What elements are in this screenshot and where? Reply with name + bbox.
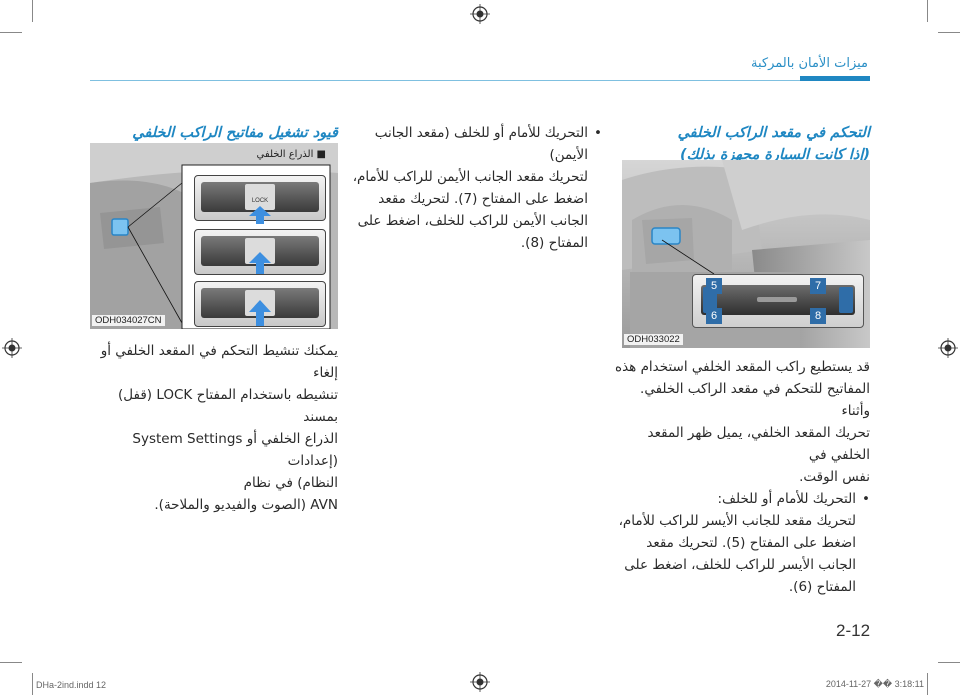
text-line: قد يستطيع راكب المقعد الخلفي استخدام هذه [615,359,870,375]
crop-mark [0,32,22,33]
text-line: اضغط على المفتاح (5). لتحريك مقعد [646,535,856,551]
arrow-up-icon [249,300,271,326]
text-line: المفتاح (6). [788,579,856,595]
registration-mark-icon [938,338,958,358]
rear-seat-intro: قد يستطيع راكب المقعد الخلفي استخدام هذه… [608,356,870,598]
heading-rear-seat-control-note: (إذا كانت السيارة مجهزة بذلك) [679,147,870,163]
armrest-lock-figure: ■ الذراع الخلفي LOCK ODH034027CN [90,143,338,329]
text-line: النظام) في نظام [243,475,338,491]
callout-8: 8 [810,308,826,324]
lock-panel-1: LOCK [194,175,326,224]
text-line: تحريك المقعد الخلفي، يميل ظهر المقعد الخ… [647,425,870,463]
switch-restrictions-text: يمكنك تنشيط التحكم في المقعد الخلفي أو إ… [90,340,338,516]
bullet-item: التحريك للأمام أو للخلف (مقعد الجانب [350,122,602,144]
registration-mark-icon [2,338,22,358]
seat-switch-panel [692,274,864,328]
right-column: التحكم في مقعد الراكب الخلفي (إذا كانت ا… [612,122,870,166]
heading-switch-restrictions: قيود تشغيل مفاتيح الراكب الخلفي [132,125,338,141]
page-number: 2-12 [836,621,871,640]
callout-6: 6 [706,308,722,324]
crop-mark [32,673,33,695]
rear-right-switch [839,287,853,313]
rear-seat-control-figure: 5 7 6 8 ODH033022 [622,160,870,348]
text-line: لتحريك مقعد للجانب الأيسر للراكب للأمام، [618,513,856,529]
figure-caption: ■ الذراع الخلفي [256,149,326,160]
text-line: الأيمن) [549,147,588,163]
middle-column: التحريك للأمام أو للخلف (مقعد الجانب الأ… [350,122,602,254]
text-line: الذراع الخلفي أو System Settings (إعدادا… [132,431,338,469]
section-title: ميزات الأمان بالمركبة [751,56,868,71]
figure-code: ODH034027CN [92,315,165,326]
registration-mark-icon [470,4,490,24]
text-line: الجانب الأيسر للراكب للخلف، اضغط على [624,557,856,573]
text-line: لتحريك مقعد الجانب الأيمن للراكب للأمام، [352,169,588,185]
text-line: المفتاح (8). [520,235,588,251]
callout-5: 5 [706,278,722,294]
callout-7: 7 [810,278,826,294]
lock-panel-2 [194,229,326,275]
figure-code: ODH033022 [624,334,683,345]
text-line: اضغط على المفتاح (7). لتحريك مقعد [378,191,588,207]
text-line: تنشيطه باستخدام المفتاح LOCK (قفل) بمسند [118,387,338,425]
crop-mark [927,0,928,22]
file-label: DHa-2ind.indd 12 [36,680,107,690]
text-line: الجانب الأيمن للراكب للخلف، اضغط على [357,213,588,229]
crop-mark [32,0,33,22]
text-line: يمكنك تنشيط التحكم في المقعد الخلفي أو إ… [100,343,338,381]
arrow-up-icon [249,206,271,224]
header-divider [90,80,870,81]
text-line: AVN (الصوت والفيديو والملاحة). [154,497,338,513]
crop-mark [938,662,960,663]
center-slider [757,297,797,302]
crop-mark [0,662,22,663]
header-accent-tab [800,76,870,81]
arrow-up-icon [249,252,271,274]
lock-button: LOCK [245,184,275,210]
text-line: المفاتيح للتحكم في مقعد الراكب الخلفي. و… [640,381,870,419]
lock-panel-3 [194,281,326,327]
heading-rear-seat-control: التحكم في مقعد الراكب الخلفي [677,125,870,141]
bullet-item: التحريك للأمام أو للخلف: [608,488,870,510]
crop-mark [927,673,928,695]
text-line: نفس الوقت. [799,469,870,485]
crop-mark [938,32,960,33]
print-timestamp: 2014-11-27 �� 3:18:11 [825,679,924,689]
registration-mark-icon [470,672,490,692]
